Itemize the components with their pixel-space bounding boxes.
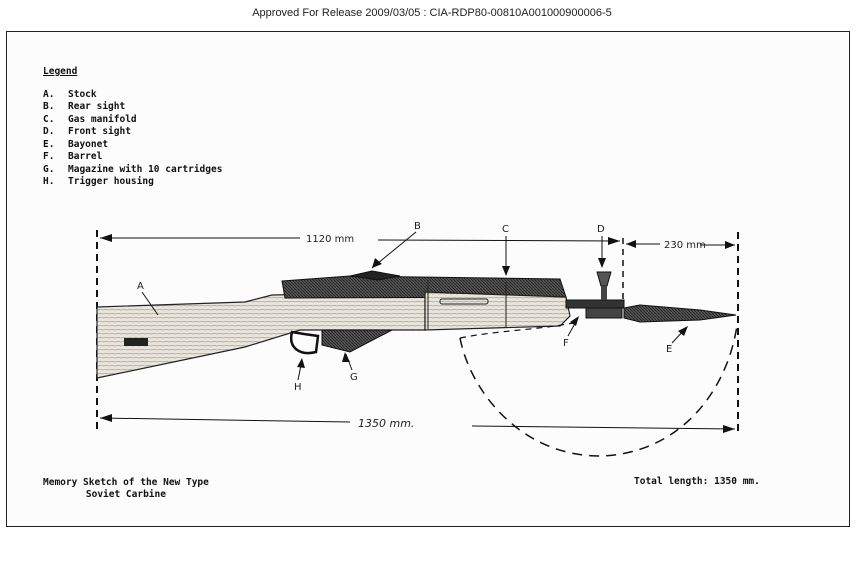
arrowhead [100,234,112,242]
callout-f: F [563,338,569,349]
butt-plate-slot [124,338,148,346]
front-sight [596,271,612,287]
dim-230-label: 230 mm [664,240,706,251]
legend-item: G.Magazine with 10 cartridges [43,163,223,175]
arrowhead [725,241,735,249]
bayonet-swing-arc [459,317,739,457]
barrel [565,299,625,309]
callout-b: B [414,221,421,232]
legend-item: B.Rear sight [43,101,126,112]
leader-line [141,291,159,316]
callout-e: E [666,344,672,355]
muzzle-block [585,307,623,319]
arrowhead [626,240,636,248]
dim-1350-line-left [99,417,351,423]
dim-1350-line-right [471,425,736,430]
legend-item: C.Gas manifold [43,113,137,125]
total-length-value: 1350 mm. [714,476,760,487]
trigger-guard [289,330,320,355]
magazine [321,329,393,353]
legend-item: A.Stock [43,88,97,100]
rear-sight [349,270,401,281]
arrowhead [570,316,579,326]
arrowhead [723,425,735,433]
legend-item: F.Barrel [43,151,103,162]
front-sight-base [601,286,607,300]
arrowhead [502,266,510,276]
total-length-label: Total length: [634,476,709,487]
handguard-slot [439,298,489,305]
bayonet-swing-arc-top [459,321,579,339]
legend-item: E.Bayonet [43,138,109,150]
callout-g: G [350,372,358,383]
arrowhead [608,237,620,245]
callout-c: C [502,224,509,235]
callout-d: D [597,224,605,235]
legend-item: D.Front sight [43,126,131,137]
arrowhead [372,258,382,268]
total-length: Total length: 1350 mm. [634,476,760,487]
declassification-header: Approved For Release 2009/03/05 : CIA-RD… [252,7,612,19]
caption-line: Memory Sketch of the New Type [43,477,209,488]
bayonet [623,304,737,323]
receiver-top [281,275,567,299]
sketch-caption: Memory Sketch of the New Type Soviet Car… [43,477,209,501]
dim-1120-label: 1120 mm [306,234,354,245]
arrowhead [678,326,688,336]
arrowhead [598,258,606,268]
callout-a: A [137,281,144,292]
legend-item: H.Trigger housing [43,176,154,187]
arrowhead [297,358,305,368]
callout-h: H [294,382,302,393]
dim-1350-label: 1350 mm. [358,417,414,430]
dim-1120-line-right [377,239,621,242]
handguard [424,291,571,331]
legend: Legend A.Stock B.Rear sight C.Gas manifo… [43,66,222,189]
legend-title: Legend [43,66,78,77]
arrowhead [342,352,350,362]
arrowhead [100,414,112,422]
caption-line: Soviet Carbine [85,489,166,500]
